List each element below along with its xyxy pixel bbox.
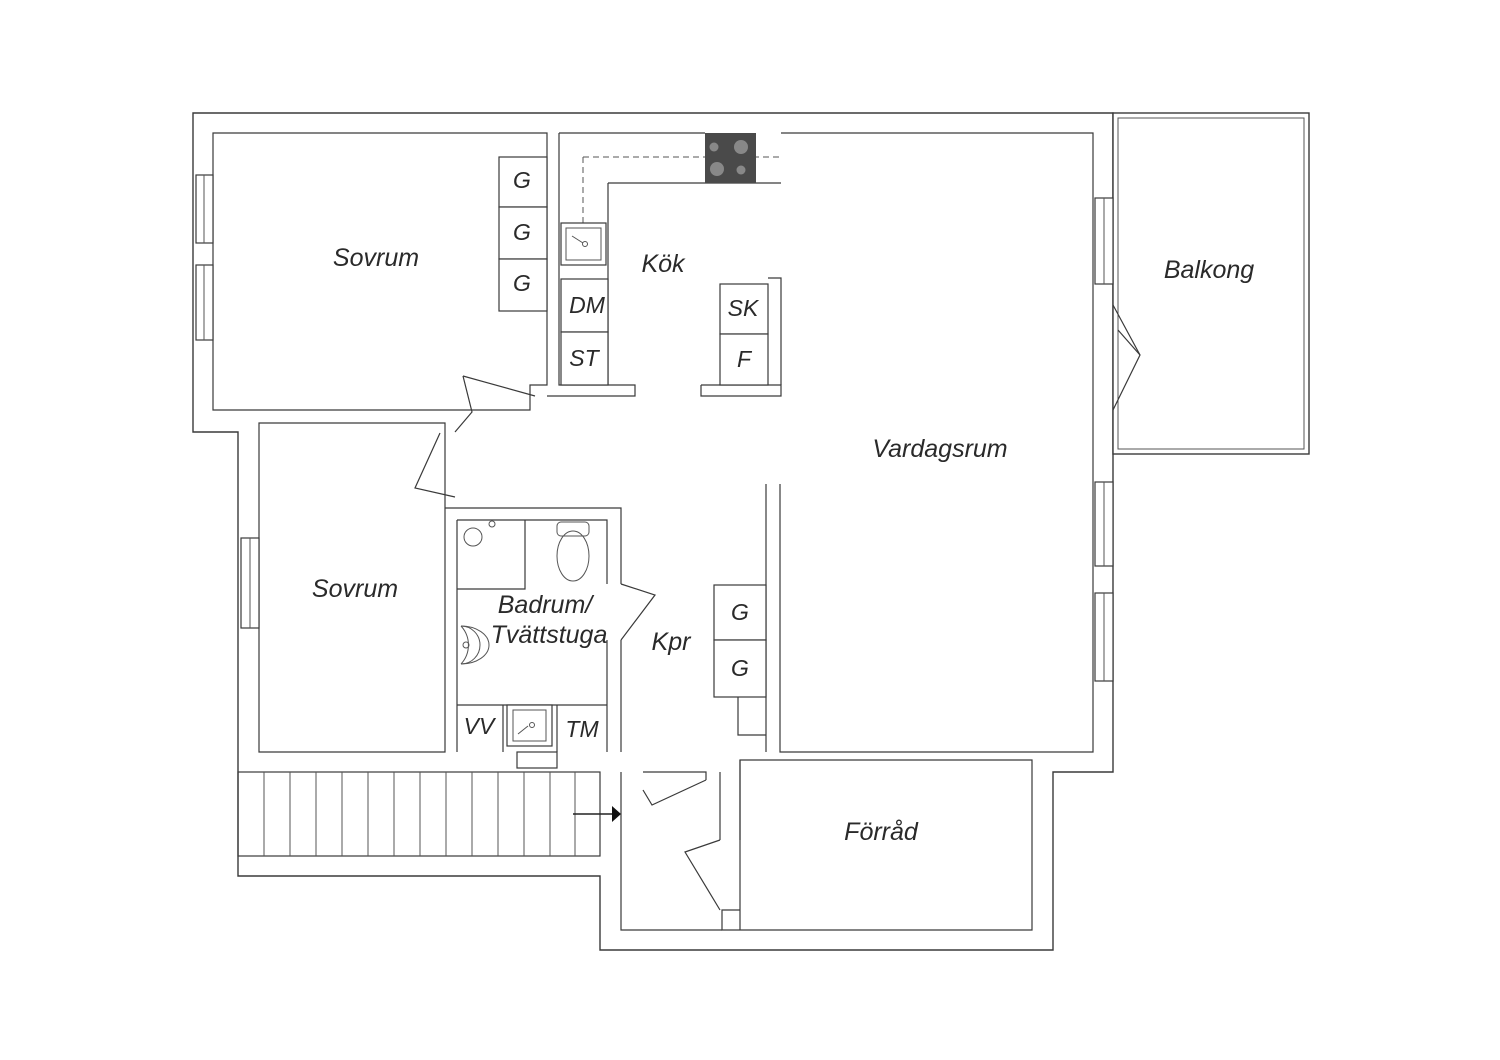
fridge-label: F	[737, 346, 753, 372]
washbasin-icon	[460, 625, 490, 665]
room-label-forrad: Förråd	[844, 818, 919, 846]
wardrobe-label: G	[513, 167, 531, 193]
storage-label: ST	[569, 345, 600, 371]
room-label-kpr: Kpr	[652, 628, 693, 656]
wardrobe-g3: G	[498, 258, 548, 312]
room-label-kok: Kök	[641, 250, 686, 278]
wardrobe-label: G	[513, 270, 531, 296]
wardrobe-g1: G	[498, 156, 548, 208]
room-label-vardagsrum: Vardagsrum	[872, 435, 1007, 463]
dishwasher-label: DM	[569, 292, 606, 318]
sink-icon	[506, 704, 553, 747]
cabinet-label: SK	[728, 295, 760, 321]
room-label-balkong: Balkong	[1164, 256, 1254, 284]
washing-machine: TM	[556, 705, 599, 752]
wardrobe-label: G	[731, 655, 749, 681]
shower-icon	[457, 520, 526, 590]
wardrobe-g2: G	[498, 206, 548, 260]
storage-st: ST	[560, 331, 609, 386]
water-heater-label: VV	[464, 713, 497, 739]
wardrobe-label: G	[513, 219, 531, 245]
room-badrum	[445, 507, 622, 752]
water-heater: VV	[464, 705, 504, 752]
room-label-badrum: Badrum/	[498, 591, 596, 619]
room-label-tvattstuga: Tvättstuga	[491, 621, 608, 649]
dishwasher: DM	[560, 278, 609, 333]
fridge-f: F	[719, 333, 769, 386]
wardrobe-label: G	[731, 599, 749, 625]
washing-machine-label: TM	[565, 716, 599, 742]
room-sovrum-2	[258, 422, 446, 753]
windows	[195, 174, 1114, 769]
outer-walls	[192, 112, 1310, 951]
toilet-icon	[556, 521, 590, 582]
stair-arrow-icon	[573, 806, 621, 822]
doors	[414, 304, 1141, 911]
sink-icon	[560, 222, 607, 266]
stove-icon	[705, 133, 756, 183]
room-label-sovrum: Sovrum	[312, 575, 398, 603]
room-label-sovrum: Sovrum	[333, 244, 419, 272]
wardrobe-g4: G	[713, 584, 767, 641]
cabinet-sk: SK	[719, 283, 769, 335]
shelf-outline	[737, 697, 766, 736]
wardrobe-g5: G	[713, 639, 767, 698]
room-forrad	[620, 759, 1033, 931]
